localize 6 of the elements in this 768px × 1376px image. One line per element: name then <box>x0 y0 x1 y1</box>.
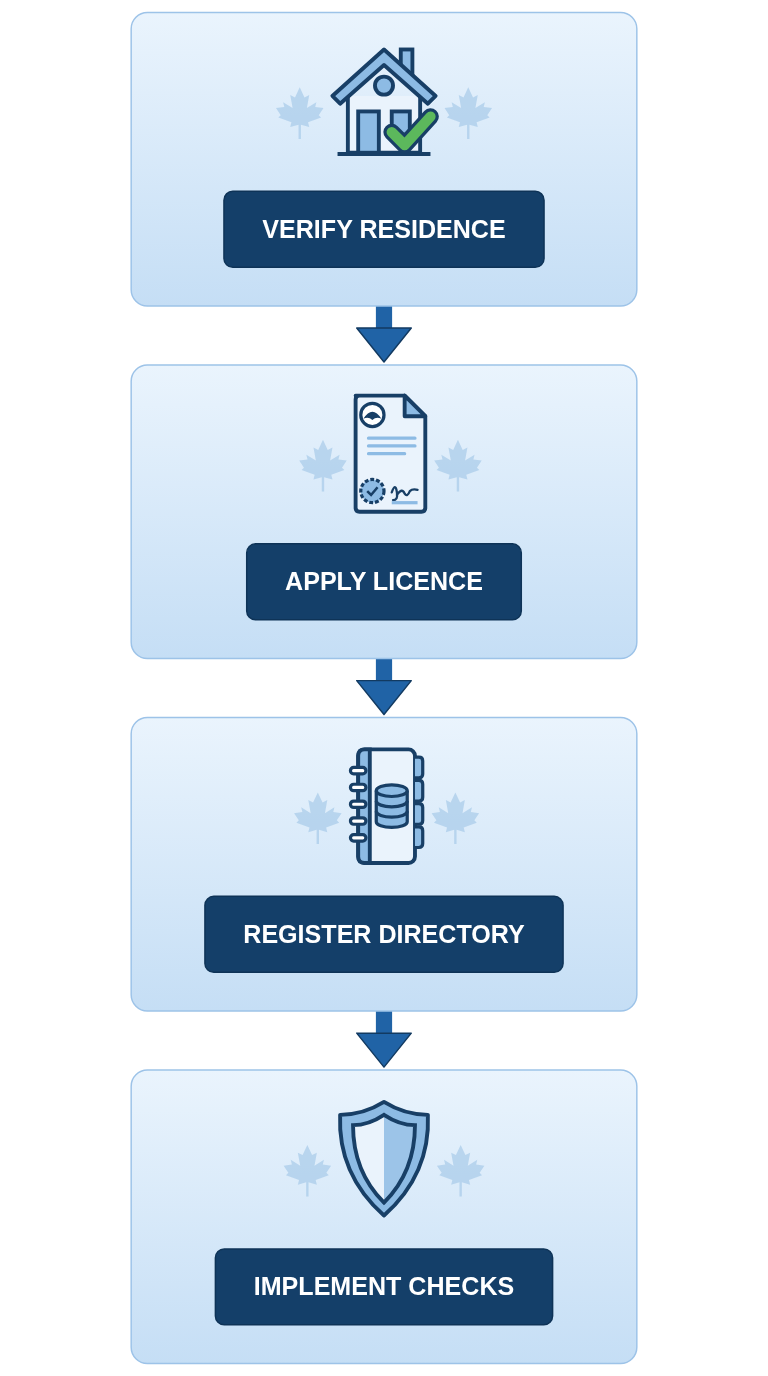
arrow <box>355 1011 413 1068</box>
step-label: IMPLEMENT CHECKS <box>214 1248 554 1326</box>
arrow <box>355 305 413 363</box>
step-label: REGISTER DIRECTORY <box>204 895 564 974</box>
step-label: VERIFY RESIDENCE <box>223 190 545 268</box>
step-label: APPLY LICENCE <box>245 543 523 621</box>
